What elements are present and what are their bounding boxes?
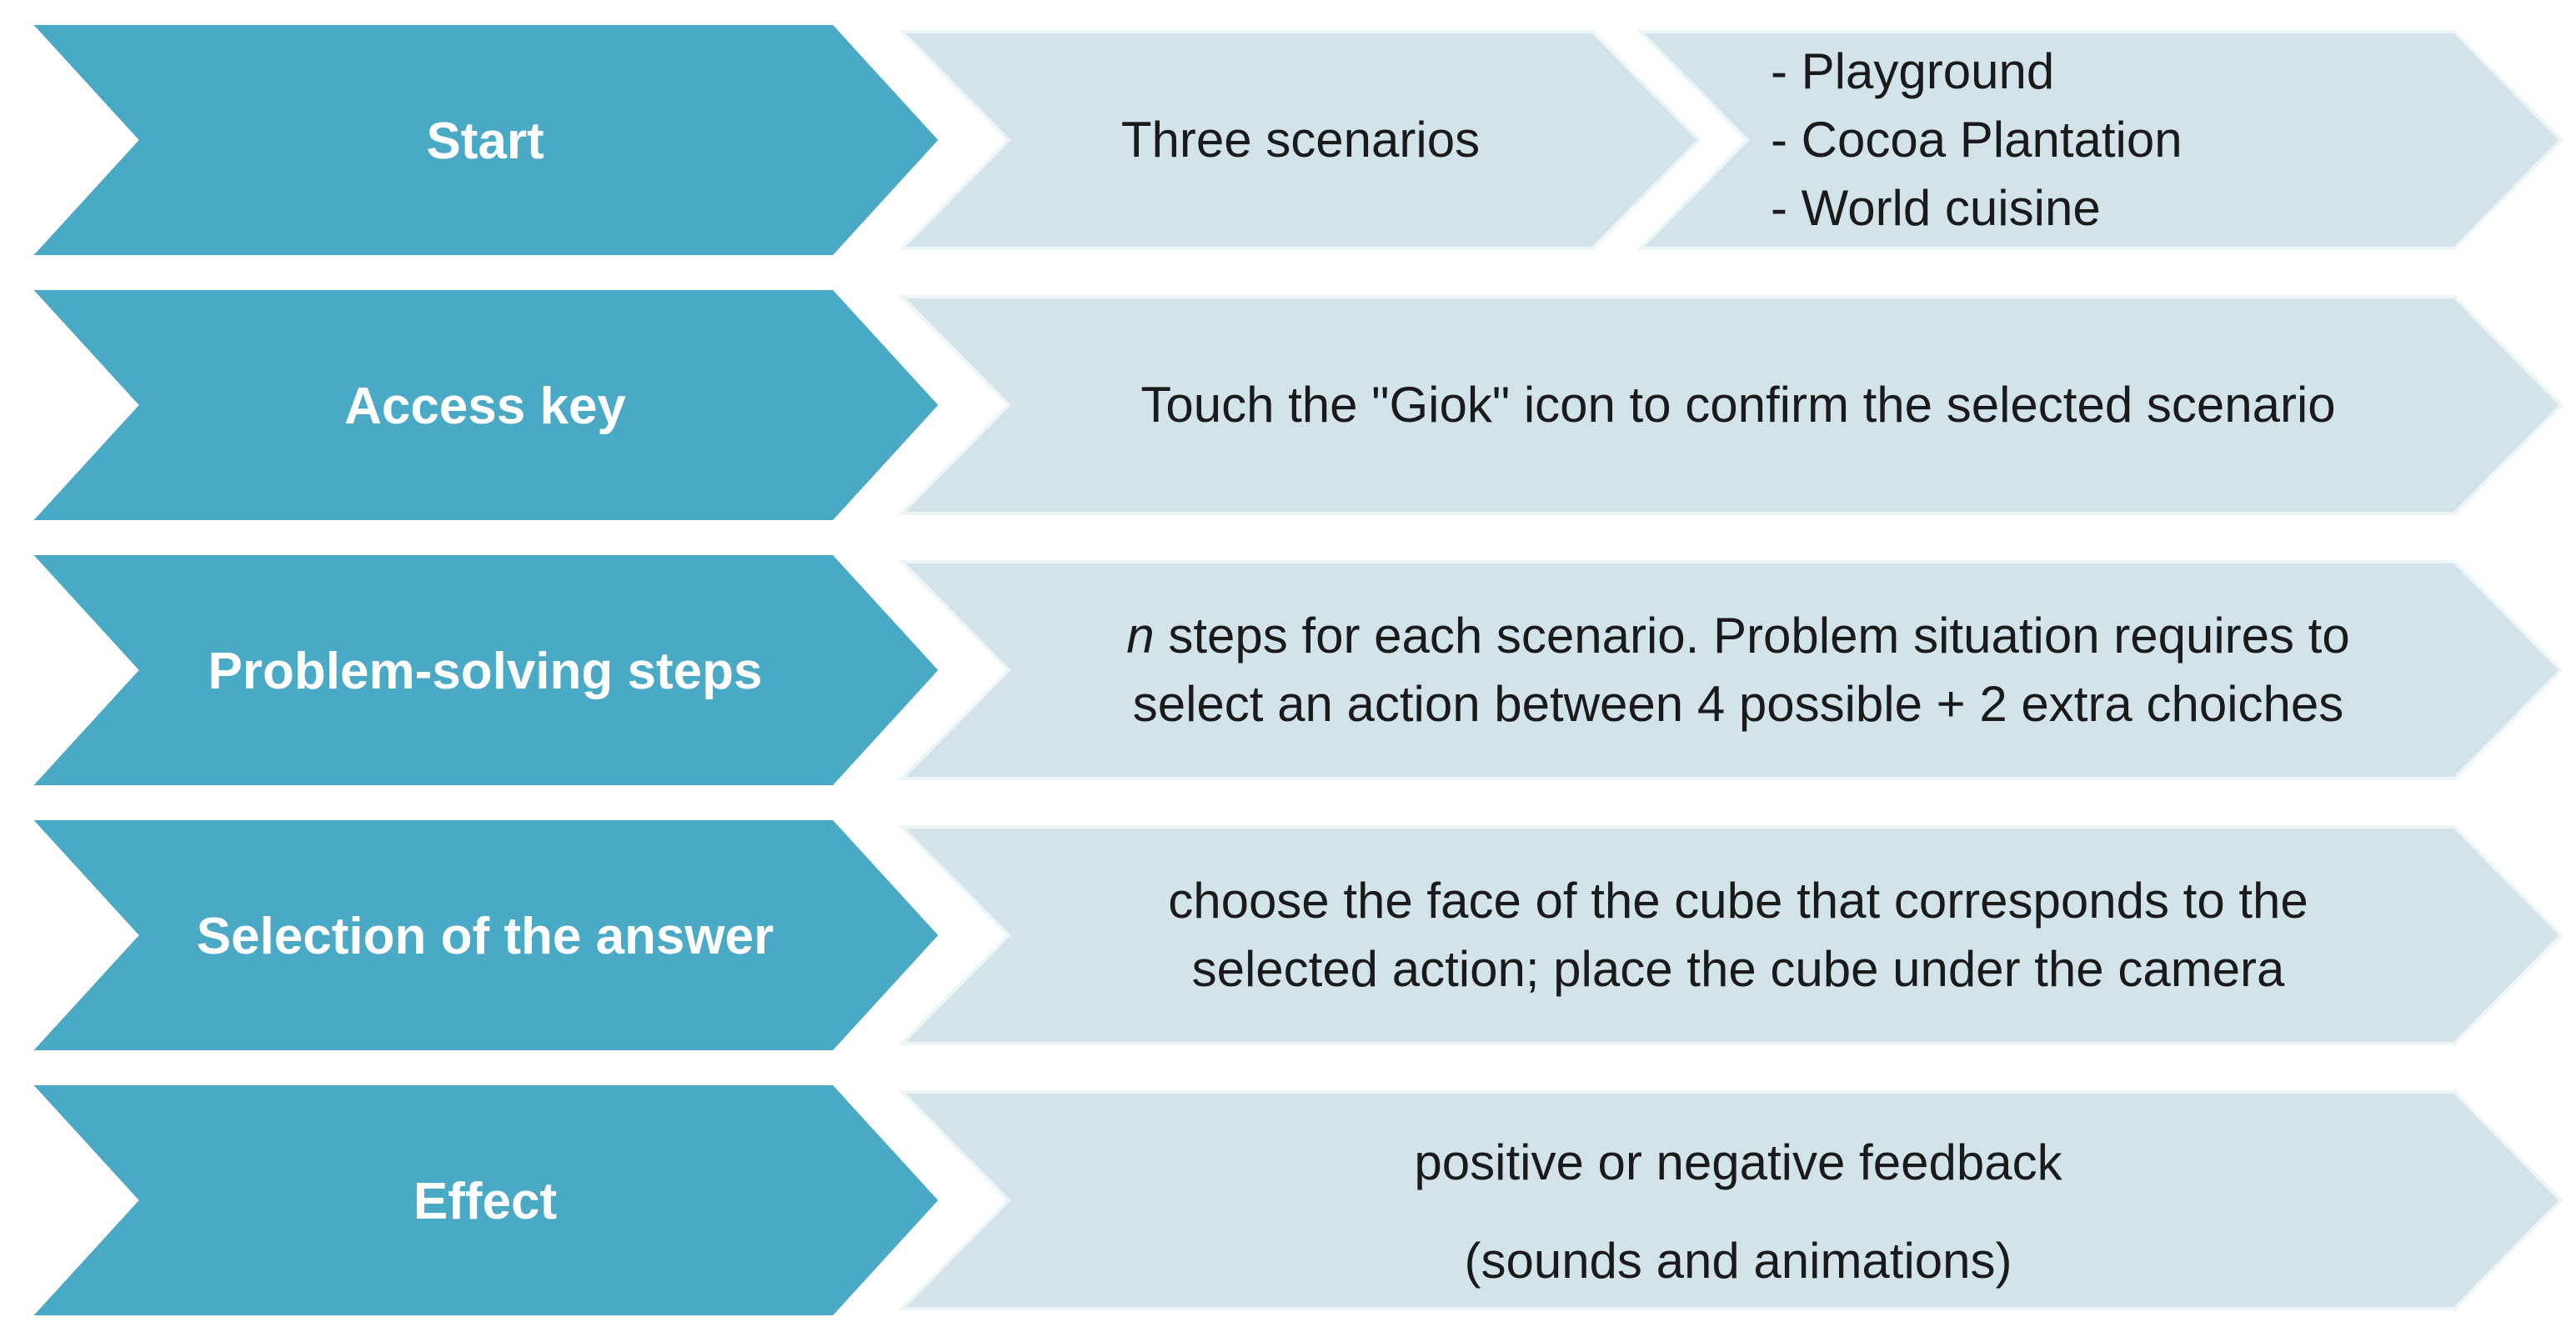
scenario-item-playground: - Playground	[1771, 43, 2055, 99]
description-chevron-scenarios	[898, 30, 1701, 250]
description-chevron-effect	[898, 1090, 2563, 1310]
description-line-1: n steps for each scenario. Problem situa…	[975, 602, 2501, 670]
description-line-1-text: steps for each scenario. Problem situati…	[1154, 608, 2350, 663]
description-line-2: selected action; place the cube under th…	[1191, 941, 2285, 997]
description-scenarios: Three scenarios	[1009, 106, 1592, 174]
description-selection: choose the face of the cube that corresp…	[975, 867, 2501, 1004]
stage-chevron-problem-solving	[26, 552, 943, 789]
description-chevron-selection	[898, 825, 2563, 1045]
stage-label-selection: Selection of the answer	[196, 908, 774, 965]
description-line-1: choose the face of the cube that corresp…	[1168, 873, 2308, 929]
stage-label-effect: Effect	[413, 1173, 558, 1230]
description-chevron-access-key	[898, 295, 2563, 515]
description-line-2: select an action between 4 possible + 2 …	[1132, 676, 2344, 732]
scenario-item-world-cuisine: - World cuisine	[1771, 180, 2101, 236]
stage-label-start: Start	[426, 113, 544, 170]
stage-chevron-selection	[26, 817, 943, 1054]
description-effect: positive or negative feedback (sounds an…	[975, 1114, 2501, 1310]
stage-label-access-key: Access key	[344, 378, 626, 435]
stage-chevron-start	[26, 22, 943, 258]
description-line-2: (sounds and animations)	[1464, 1233, 2012, 1289]
description-line: Three scenarios	[1120, 112, 1481, 168]
stage-label-problem-solving: Problem-solving steps	[208, 643, 763, 700]
stage-chevron-access-key	[26, 287, 943, 523]
description-italic-n: n	[1126, 608, 1155, 663]
stage-chevron-effect	[26, 1082, 943, 1319]
description-line-1: positive or negative feedback	[1414, 1134, 2062, 1190]
description-chevron-problem-solving	[898, 560, 2563, 780]
description-problem-solving: n steps for each scenario. Problem situa…	[975, 602, 2501, 739]
scenario-item-cocoa-plantation: - Cocoa Plantation	[1771, 112, 2183, 168]
scenario-list: - Playground - Cocoa Plantation - World …	[1771, 38, 2183, 243]
description-line: Touch the "Giok" icon to confirm the sel…	[1140, 377, 2336, 433]
description-access-key: Touch the "Giok" icon to confirm the sel…	[975, 371, 2501, 439]
list-chevron-scenarios	[1636, 30, 2563, 250]
